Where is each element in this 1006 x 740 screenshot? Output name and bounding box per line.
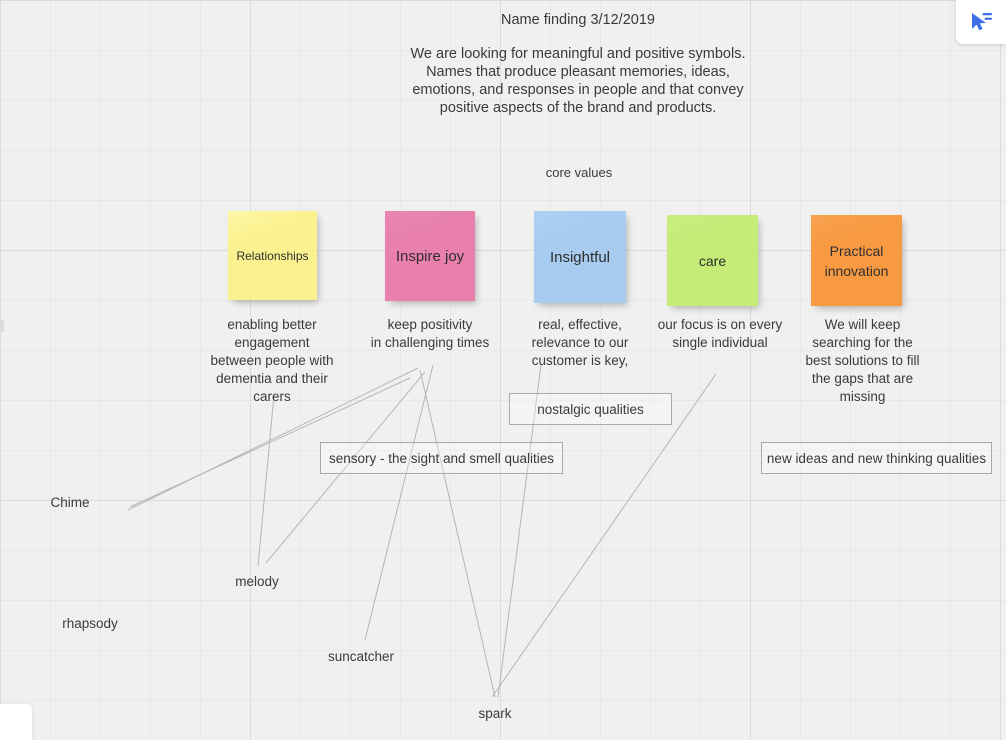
sticky-note-label: Inspire joy <box>395 247 465 265</box>
board-intro-line-0: We are looking for meaningful and positi… <box>410 46 746 62</box>
note-caption-insightful[interactable]: real, effective, relevance to our customer… <box>500 316 660 370</box>
sticky-note-insightful[interactable]: Insightful <box>534 211 626 303</box>
cursor-tool-button[interactable] <box>956 0 1006 44</box>
sticky-note-label: care <box>698 252 727 269</box>
note-caption-relationships[interactable]: enabling better engagement between people … <box>192 316 352 406</box>
note-caption-care[interactable]: our focus is on every single individual <box>639 316 801 352</box>
note-caption-line-2: customer is key, <box>531 353 629 368</box>
label-box-sensory-qualities[interactable]: sensory - the sight and smell qualities <box>320 442 563 474</box>
board-title: Name finding 3/12/2019 <box>501 12 655 28</box>
note-caption-line-0: We will keep <box>824 317 901 332</box>
connector-suncatcher-to-joy <box>364 364 434 641</box>
word-label-suncatcher[interactable]: suncatcher <box>327 649 395 664</box>
note-caption-line-0: real, effective, <box>538 317 622 332</box>
cursor-arrow-motion-icon <box>972 13 992 31</box>
note-caption-line-3: dementia and their <box>216 371 328 386</box>
sticky-note-inspire-joy[interactable]: Inspire joy <box>385 211 475 301</box>
label-box-new-ideas-qualities[interactable]: new ideas and new thinking qualities <box>761 442 992 474</box>
note-caption-line-1: single individual <box>672 335 768 350</box>
sticky-note-care[interactable]: care <box>667 215 758 306</box>
word-label-spark[interactable]: spark <box>478 706 512 721</box>
board-intro-line-1: Names that produce pleasant memories, id… <box>426 64 730 80</box>
sticky-note-label: Insightful <box>549 248 611 266</box>
word-label-melody[interactable]: melody <box>235 574 279 589</box>
note-caption-line-2: between people with <box>210 353 334 368</box>
note-caption-line-3: the gaps that are <box>811 371 914 386</box>
sticky-note-practical-innovation[interactable]: Practical innovation <box>811 215 902 306</box>
note-caption-practical-innovation[interactable]: We will keep searching for the best soluti… <box>782 316 943 406</box>
note-caption-line-0: our focus is on every <box>657 317 783 332</box>
sticky-note-label: Practical innovation <box>824 242 889 279</box>
connector-melody-to-carers <box>257 394 275 567</box>
note-caption-line-0: enabling better <box>227 317 317 332</box>
sticky-note-relationships[interactable]: Relationships <box>228 211 317 300</box>
note-caption-line-2: best solutions to fill <box>805 353 920 368</box>
section-label-core-values: core values <box>545 165 613 180</box>
note-caption-line-4: missing <box>839 389 886 404</box>
left-edge-marker <box>0 320 4 332</box>
note-caption-line-4: carers <box>253 389 291 404</box>
word-label-chime[interactable]: Chime <box>50 495 90 510</box>
board-intro-line-2: emotions, and responses in people and th… <box>412 82 744 98</box>
label-box-nostalgic-qualities[interactable]: nostalgic qualities <box>509 393 672 425</box>
board-intro-line-3: positive aspects of the brand and produc… <box>439 100 717 116</box>
note-caption-inspire-joy[interactable]: keep positivity in challenging times <box>350 316 510 352</box>
sticky-note-label: Relationships <box>236 248 309 263</box>
connector-spark-to-joy <box>419 369 496 698</box>
board-intro-text: We are looking for meaningful and positi… <box>393 45 763 117</box>
note-caption-line-1: engagement <box>234 335 310 350</box>
partial-panel[interactable] <box>0 704 32 740</box>
note-caption-line-0: keep positivity <box>387 317 473 332</box>
note-caption-line-1: in challenging times <box>370 335 490 350</box>
note-caption-line-1: searching for the <box>812 335 913 350</box>
word-label-rhapsody[interactable]: rhapsody <box>62 616 118 631</box>
note-caption-line-1: relevance to our <box>531 335 629 350</box>
